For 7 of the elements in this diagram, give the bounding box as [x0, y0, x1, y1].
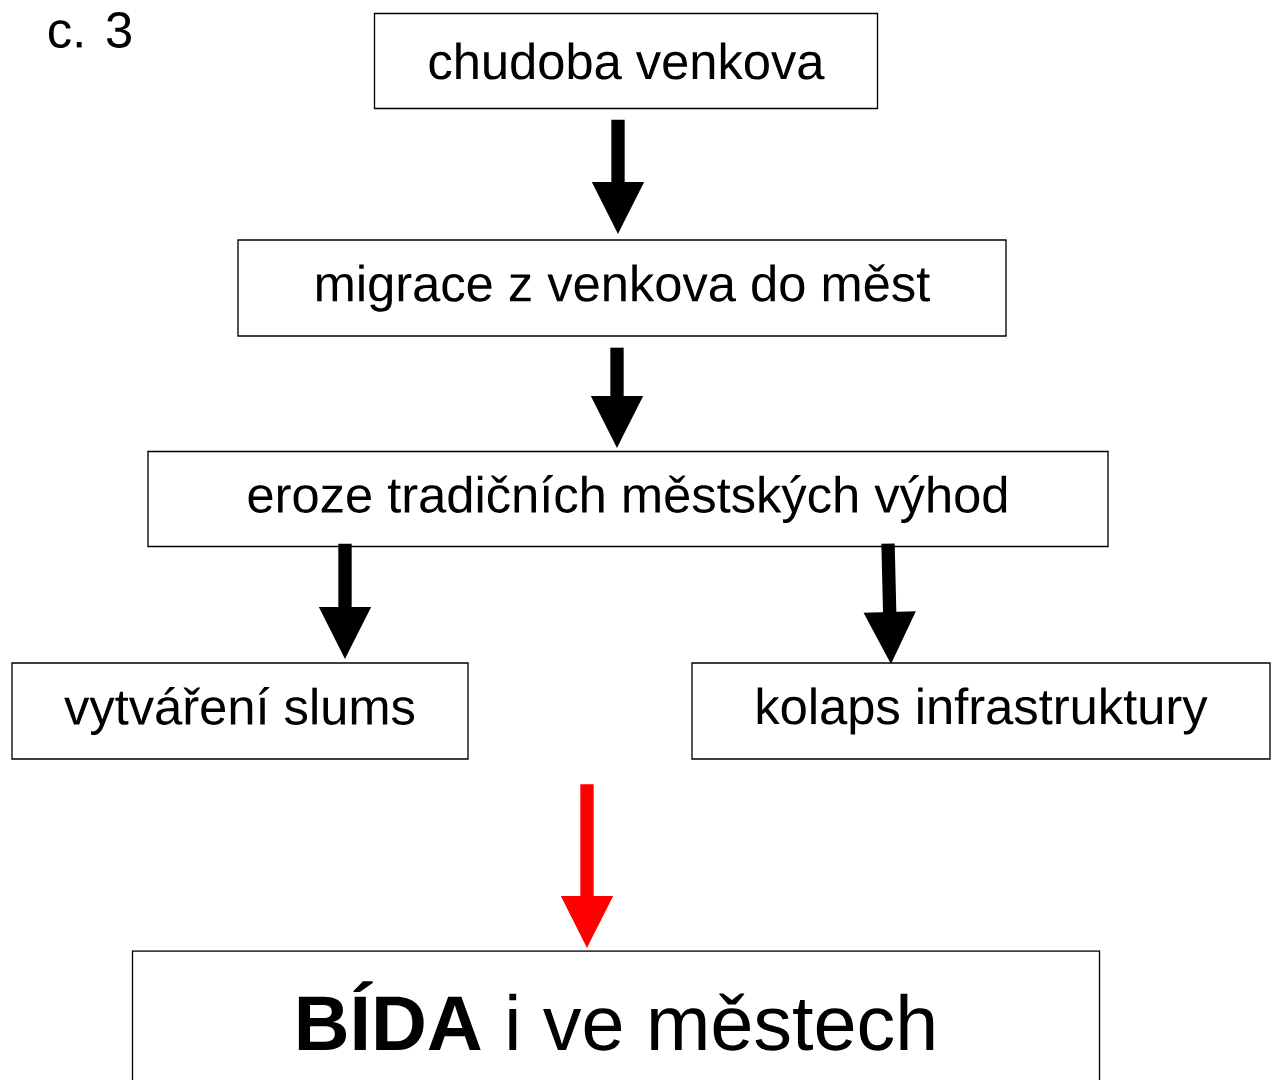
- flow-box: eroze tradičních městských výhod: [147, 450, 1109, 548]
- flow-box: chudoba venkova: [373, 12, 879, 110]
- flow-box: vytváření slums: [11, 662, 469, 760]
- flow-box: migrace z venkova do měst: [237, 239, 1007, 337]
- figure-number: c. 3: [49, 12, 131, 48]
- flow-box: BÍDA i ve městech: [131, 950, 1101, 1080]
- flow-box: kolaps infrastruktury: [691, 662, 1271, 760]
